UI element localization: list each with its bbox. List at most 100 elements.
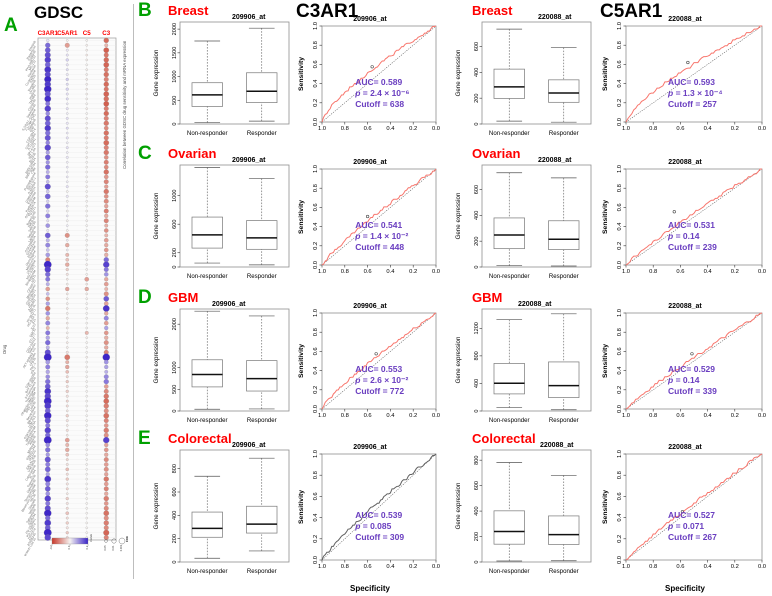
svg-text:0.2: 0.2 xyxy=(409,126,417,132)
svg-text:600: 600 xyxy=(474,42,480,51)
svg-text:200: 200 xyxy=(474,237,480,246)
svg-text:1.0: 1.0 xyxy=(318,413,326,419)
p-value: p = 0.14 xyxy=(668,374,700,385)
svg-text:600: 600 xyxy=(172,487,178,496)
svg-text:WZ3105: WZ3105 xyxy=(28,449,37,461)
svg-text:Selumetinib: Selumetinib xyxy=(25,508,37,524)
svg-text:0.6: 0.6 xyxy=(313,492,319,500)
svg-text:200: 200 xyxy=(474,94,480,103)
svg-text:1500: 1500 xyxy=(172,47,178,59)
svg-text:Rapamycin: Rapamycin xyxy=(26,45,37,61)
svg-text:Paclitaxel: Paclitaxel xyxy=(27,64,37,78)
svg-text:0.2: 0.2 xyxy=(313,242,319,250)
auc-value: AUC= 0.529 xyxy=(668,364,716,374)
roc-probe-title-1-1: 209906_at xyxy=(296,151,444,169)
probe-text: 209906_at xyxy=(212,301,246,308)
probe-text: 220088_at xyxy=(538,14,572,21)
svg-text:1.0: 1.0 xyxy=(622,269,630,275)
probe-label-left-1: 209906_at xyxy=(232,149,265,167)
svg-text:800: 800 xyxy=(172,464,178,473)
svg-text:Lisitinib: Lisitinib xyxy=(28,400,37,411)
auc-value: AUC= 0.589 xyxy=(355,77,403,87)
svg-text:0.2: 0.2 xyxy=(409,269,417,275)
probe-label-left-0: 209906_at xyxy=(232,6,265,24)
svg-text:PD-173074: PD-173074 xyxy=(26,522,37,538)
auc-value: AUC= 0.539 xyxy=(355,510,403,520)
svg-text:Motesanib: Motesanib xyxy=(26,439,37,454)
svg-text:Drug: Drug xyxy=(2,344,7,354)
svg-text:0.6: 0.6 xyxy=(313,60,319,68)
svg-text:JNK-9L: JNK-9L xyxy=(28,303,37,314)
svg-text:Dasatinib: Dasatinib xyxy=(27,118,37,131)
svg-text:0.8: 0.8 xyxy=(649,269,657,275)
svg-text:0.2: 0.2 xyxy=(617,535,623,543)
svg-text:SN-38: SN-38 xyxy=(29,493,37,503)
svg-text:0.2: 0.2 xyxy=(313,386,319,394)
specificity-text: Specificity xyxy=(349,584,390,593)
svg-text:FTI-277: FTI-277 xyxy=(28,332,37,344)
svg-text:1.0: 1.0 xyxy=(313,165,319,173)
probe-text: 220088_at xyxy=(518,301,552,308)
svg-text:0.01: 0.01 xyxy=(111,545,115,551)
svg-text:0: 0 xyxy=(474,409,480,412)
svg-text:0.6: 0.6 xyxy=(617,203,623,211)
svg-text:HG-6-64-1: HG-6-64-1 xyxy=(26,313,37,328)
roc-probe-text: 209906_at xyxy=(353,159,387,166)
panel-a-legend: -0.20.00.2Correlation coefficient0.050.0… xyxy=(48,534,132,584)
svg-text:Entinostat: Entinostat xyxy=(27,191,37,205)
svg-text:0.4: 0.4 xyxy=(704,564,713,570)
svg-text:0.0: 0.0 xyxy=(432,269,440,275)
svg-text:Responder: Responder xyxy=(549,273,579,280)
svg-text:Midostaurin: Midostaurin xyxy=(25,283,37,299)
svg-text:LFM-A13: LFM-A13 xyxy=(27,415,37,428)
cutoff-value: Cutoff = 267 xyxy=(668,531,717,542)
svg-text:C5AR1: C5AR1 xyxy=(57,30,78,37)
svg-text:OSU-03012: OSU-03012 xyxy=(25,337,37,353)
svg-text:0.6: 0.6 xyxy=(676,564,684,570)
svg-text:Responder: Responder xyxy=(247,568,277,575)
specificity-label-1: Specificity xyxy=(296,578,444,596)
svg-text:0: 0 xyxy=(172,265,178,268)
svg-text:1.0: 1.0 xyxy=(313,309,319,317)
svg-text:Dabrafenib: Dabrafenib xyxy=(26,478,37,493)
svg-text:400: 400 xyxy=(172,511,178,520)
svg-text:Gene expression: Gene expression xyxy=(455,49,462,96)
roc-probe-title-2-3: 220088_at xyxy=(600,295,770,313)
svg-text:WZ-1-84: WZ-1-84 xyxy=(27,147,37,160)
tissue-text: Colorectal xyxy=(472,431,536,446)
svg-text:JQ1: JQ1 xyxy=(31,318,37,325)
auc-value: AUC= 0.531 xyxy=(668,220,716,230)
svg-text:1.0: 1.0 xyxy=(318,126,326,132)
svg-text:-0.2: -0.2 xyxy=(49,545,53,550)
svg-text:C5: C5 xyxy=(83,30,91,37)
svg-text:2000: 2000 xyxy=(172,23,178,35)
tissue-text: Colorectal xyxy=(168,431,232,446)
svg-text:Afatinib: Afatinib xyxy=(28,434,37,445)
svg-text:DMOG: DMOG xyxy=(29,327,38,338)
probe-label-right-3: 220088_at xyxy=(540,434,573,452)
roc-probe-text: 220088_at xyxy=(668,444,702,451)
svg-text:Responder: Responder xyxy=(549,568,579,575)
svg-text:TGX221: TGX221 xyxy=(28,205,37,217)
panel-letter-c: C xyxy=(138,144,152,164)
svg-text:XMD8-85: XMD8-85 xyxy=(27,215,37,229)
tissue-label-right-ovarian: Ovarian xyxy=(472,145,520,163)
tissue-label-left-colorectal: Colorectal xyxy=(168,430,232,448)
svg-text:Seliciclib: Seliciclib xyxy=(27,220,37,233)
svg-text:0.2: 0.2 xyxy=(313,535,319,543)
svg-text:1000: 1000 xyxy=(172,361,178,373)
svg-text:Gene expression: Gene expression xyxy=(153,482,160,529)
svg-text:0: 0 xyxy=(172,122,178,125)
svg-text:NSC-87877: NSC-87877 xyxy=(25,264,37,280)
svg-text:Lapatinib: Lapatinib xyxy=(27,230,37,243)
panel-letter-e: E xyxy=(138,429,151,449)
svg-text:Embelin: Embelin xyxy=(28,352,37,364)
svg-text:0.6: 0.6 xyxy=(617,60,623,68)
